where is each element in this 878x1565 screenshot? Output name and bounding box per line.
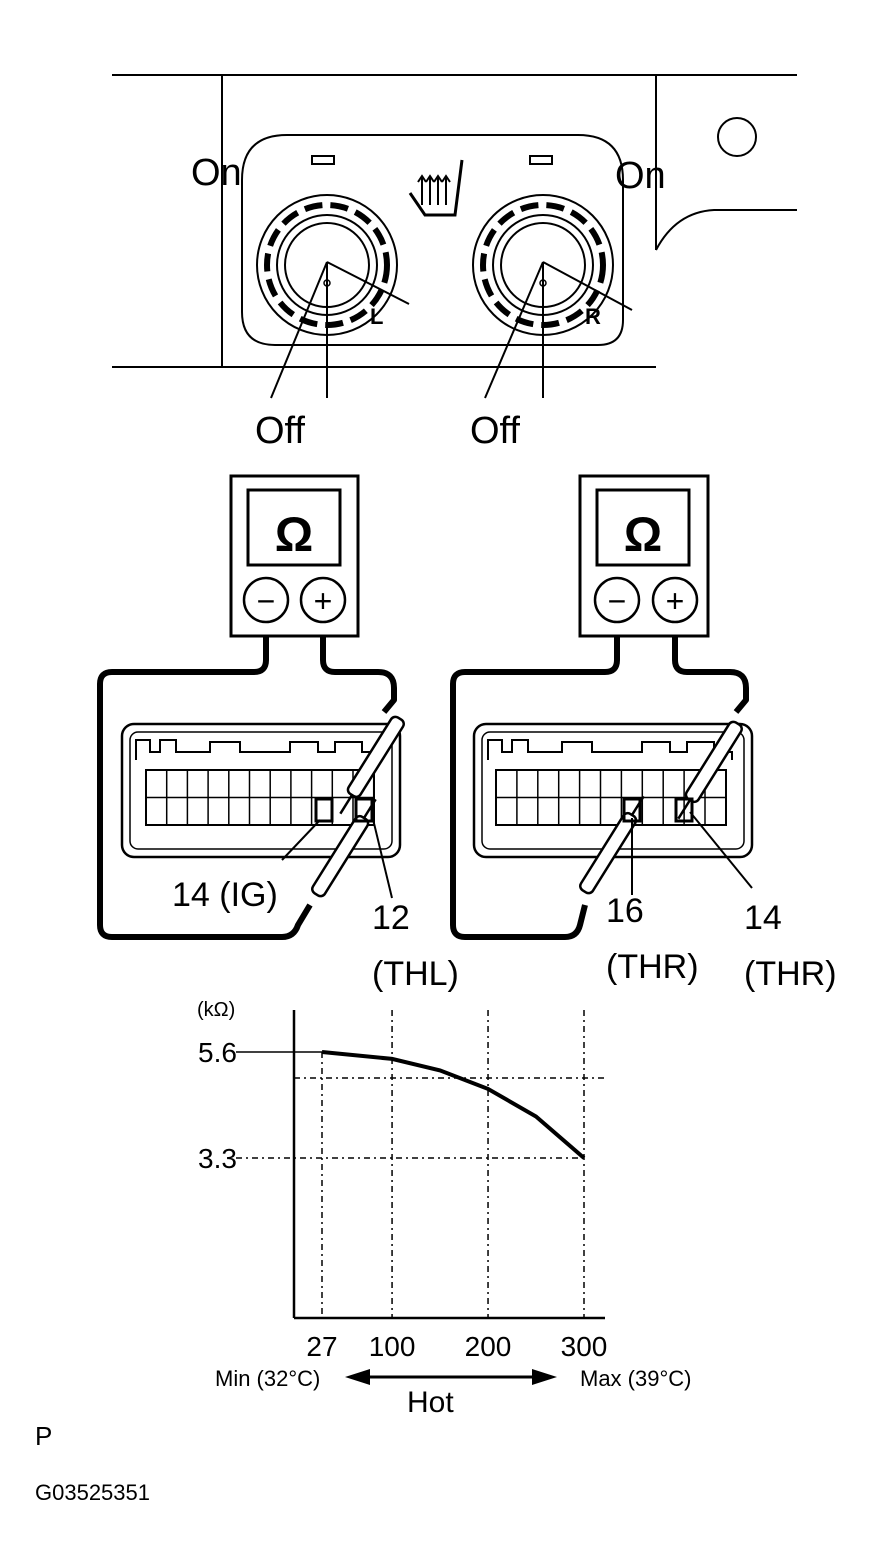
figure-code: G03525351 [35, 1480, 150, 1505]
probes [311, 715, 743, 898]
dial-right[interactable] [472, 155, 633, 399]
footer-letter: P [35, 1421, 52, 1451]
graph-grid [236, 1010, 605, 1318]
terminal-highlights [314, 797, 694, 823]
terminal-12-thl [354, 797, 374, 823]
terminal-14-thr [674, 797, 694, 823]
pin-label-thl: (THL) [372, 955, 459, 993]
pin-label-14: 14 [744, 899, 782, 937]
probe-right-plus [677, 720, 743, 820]
resistance-graph: 27 100 200 300 5.6 3.3 [198, 1010, 607, 1362]
ohm-symbol-right: Ω [624, 509, 662, 562]
indicator-left [311, 155, 335, 165]
pin-label-12: 12 [372, 899, 410, 937]
pin-label-14-ig: 14 (IG) [172, 876, 278, 914]
graph-axes [292, 1010, 605, 1320]
ohm-symbol-left: Ω [275, 509, 313, 562]
dial-left[interactable] [256, 155, 410, 399]
connector-left-grid [145, 769, 375, 826]
minus-sign-right: − [608, 583, 627, 619]
control-panel [112, 74, 797, 368]
max-label: Max (39°C) [580, 1366, 691, 1391]
pin-label-thr-a: (THR) [606, 948, 699, 986]
hot-label: Hot [407, 1386, 454, 1419]
y-tick-5.6: 5.6 [198, 1037, 237, 1068]
ohmmeter-left [229, 474, 360, 638]
pin-label-thr-b: (THR) [744, 955, 837, 993]
dial-right-letter: R [585, 304, 601, 329]
panel-screw-hole [717, 117, 757, 157]
pin-label-16: 16 [606, 892, 644, 930]
plus-sign-right: + [666, 583, 685, 619]
indicator-right [529, 155, 553, 165]
min-label: Min (32°C) [215, 1366, 320, 1391]
on-label-left: On [191, 152, 242, 194]
hot-arrow [345, 1369, 557, 1385]
terminal-14-ig [314, 797, 334, 823]
dial-left-letter: L [370, 304, 383, 329]
minus-terminal-left [242, 576, 290, 624]
x-tick-27: 27 [306, 1331, 337, 1362]
minus-sign-left: − [257, 583, 276, 619]
graph-unit-label: (kΩ) [197, 999, 235, 1021]
plus-terminal-right [651, 576, 699, 624]
off-label-left: Off [255, 410, 305, 452]
ohmmeter-right [578, 474, 710, 638]
callout-leaders [281, 811, 753, 899]
probe-left-minus [311, 798, 377, 898]
y-tick-3.3: 3.3 [198, 1143, 237, 1174]
probe-left-plus [339, 715, 405, 815]
x-tick-200: 200 [465, 1331, 512, 1362]
seat-heater-icon [408, 159, 464, 217]
plus-sign-left: + [314, 583, 333, 619]
test-leads [97, 636, 749, 940]
off-label-right: Off [470, 410, 520, 452]
minus-terminal-right [593, 576, 641, 624]
plus-terminal-left [299, 576, 347, 624]
graph-tick-labels: 27 100 200 300 5.6 3.3 [198, 1037, 607, 1362]
x-tick-100: 100 [369, 1331, 416, 1362]
x-tick-300: 300 [561, 1331, 608, 1362]
resistance-curve [321, 1050, 586, 1160]
on-label-right: On [615, 155, 666, 197]
probe-right-minus [579, 795, 645, 895]
